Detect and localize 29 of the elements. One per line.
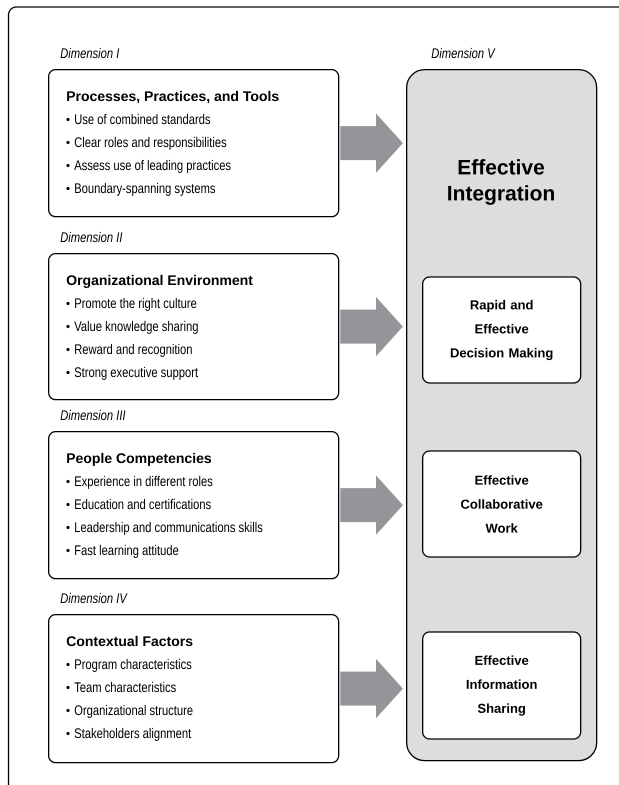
- bullet-item: Program characteristics: [66, 658, 192, 672]
- dimension-label: Dimension V: [432, 48, 496, 58]
- outcome-box: Effective Collaborative Work: [422, 450, 582, 558]
- bullet-item: Experience in different roles: [66, 476, 212, 489]
- dimension-label: Dimension III: [60, 410, 126, 420]
- outcome-box: Effective Information Sharing: [422, 631, 582, 740]
- bullet-item: Fast learning attitude: [66, 544, 178, 558]
- bullet-item: Value knowledge sharing: [66, 320, 198, 334]
- bullet-item: Reward and recognition: [66, 344, 192, 357]
- panel-title: Effective Integration: [448, 159, 554, 205]
- dimension-label: Dimension I: [60, 48, 120, 58]
- box-heading: Contextual Factors: [66, 636, 192, 646]
- outcome-box: Rapid and Effective Decision Making: [422, 276, 582, 384]
- bullet-item: Organizational structure: [66, 704, 193, 718]
- box-heading: Organizational Environment: [66, 274, 253, 288]
- box-heading: People Competencies: [67, 452, 212, 466]
- dimension-label: Dimension IV: [60, 592, 128, 604]
- box-heading: Processes, Practices, and Tools: [67, 90, 279, 104]
- bullet-item: Use of combined standards: [66, 114, 210, 124]
- bullet-item: Clear roles and responsibilities: [66, 136, 226, 150]
- bullet-item: Promote the right culture: [66, 298, 196, 311]
- bullet-item: Boundary-spanning systems: [66, 182, 216, 196]
- bullet-item: Leadership and communications skills: [66, 522, 262, 535]
- bullet-item: Assess use of leading practices: [66, 160, 231, 173]
- bullet-item: Team characteristics: [66, 682, 176, 692]
- bullet-item: Stakeholders alignment: [66, 728, 192, 741]
- bullet-item: Strong executive support: [66, 366, 198, 380]
- dimension-label: Dimension II: [60, 232, 122, 242]
- bullet-item: Education and certifications: [66, 498, 211, 510]
